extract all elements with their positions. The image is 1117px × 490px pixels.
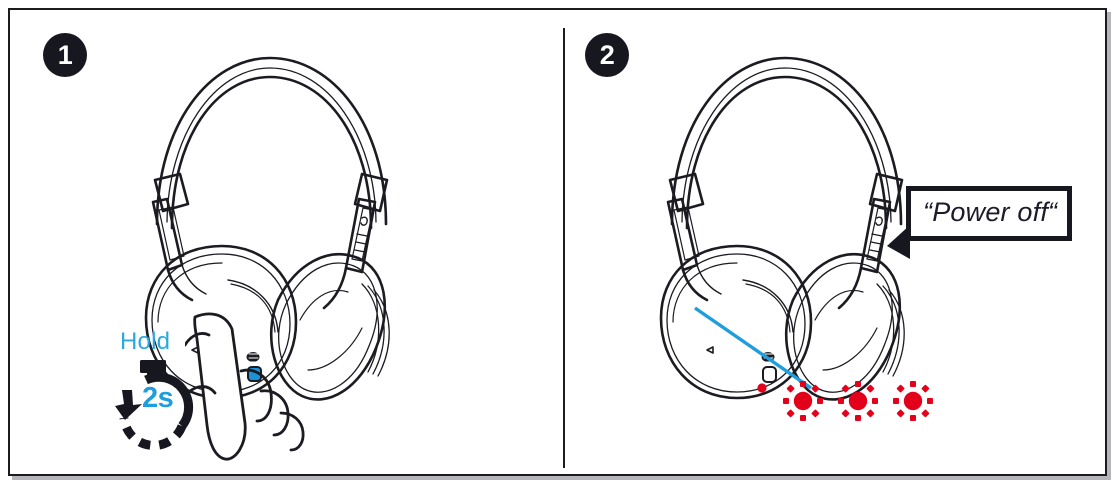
blinking-red-led-icon [783, 381, 823, 421]
speech-bubble-tail [887, 225, 910, 259]
power-off-bubble-text: “Power off“ [923, 197, 1058, 227]
power-off-speech-bubble: “Power off“ [887, 186, 1073, 259]
blinking-led-indicator-group [782, 380, 934, 422]
timer-duration-label: 2s [142, 382, 174, 414]
led-pointer-line [694, 306, 812, 390]
blinking-red-led-icon [838, 381, 878, 421]
stopwatch-2-seconds-icon [115, 360, 194, 450]
blinking-red-led-icon [893, 381, 933, 421]
step-2-panel: 2 [565, 10, 1109, 474]
hand-pressing-button-illustration [185, 312, 305, 461]
step-number-badge-1: 1 [43, 33, 87, 77]
figure-frame: 1 [8, 8, 1107, 476]
panel-divider [563, 28, 565, 468]
hold-label: Hold [120, 328, 171, 355]
step-1-panel: 1 [10, 10, 563, 474]
step-number-badge-2: 2 [585, 33, 629, 77]
